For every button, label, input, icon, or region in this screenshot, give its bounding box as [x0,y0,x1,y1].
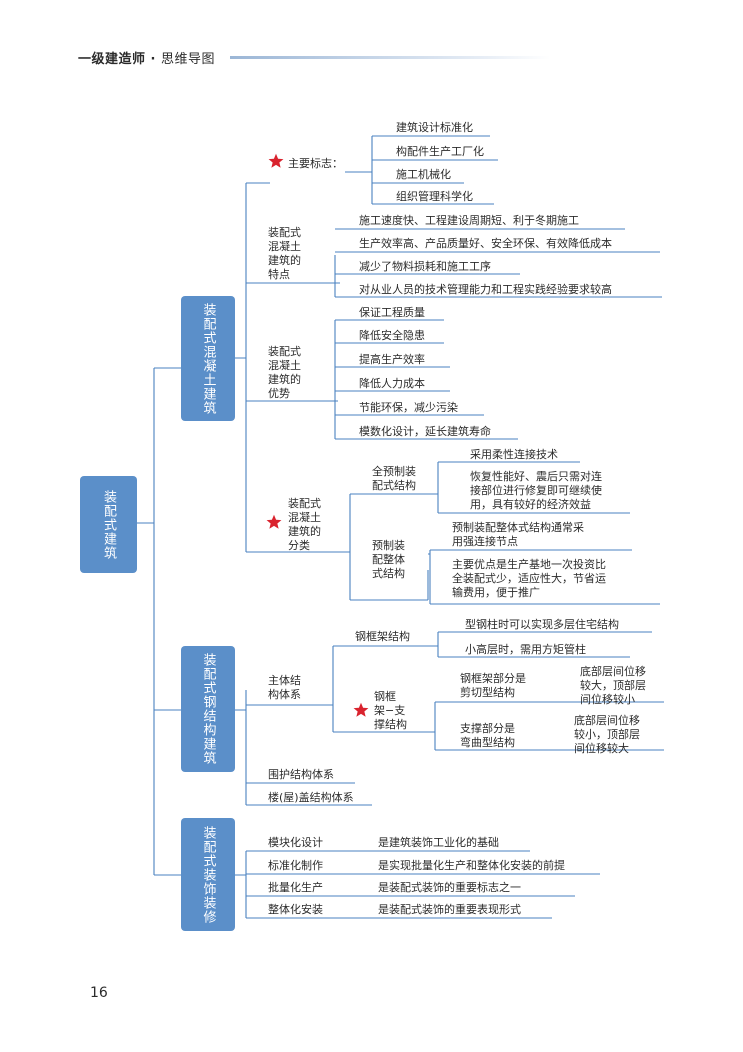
root-node: 装配式建筑 [80,476,137,573]
mark-item: 建筑设计标准化 [396,121,473,134]
decoration-key: 批量化生产 [268,881,323,894]
bend-type-label: 支撑部分是 弯曲型结构 [460,722,515,749]
full-prefab-item: 采用柔性连接技术 [470,448,558,461]
decoration-value: 是实现批量化生产和整体化安装的前提 [378,859,565,872]
bend-type-desc: 底部层间位移 较小，顶部层 间位移较大 [574,714,640,755]
header-title: 一级建造师 [78,52,146,67]
decoration-key: 整体化安装 [268,903,323,916]
branch-decoration: 装配式装饰装修 [181,818,235,931]
decoration-key: 标准化制作 [268,859,323,872]
full-prefab-item: 恢复性能好、震后只需对连 接部位进行修复即可继续使 用，具有较好的经济效益 [470,470,602,511]
star-icon [268,153,284,168]
feature-item: 减少了物料损耗和施工工序 [359,260,491,273]
advantage-item: 降低安全隐患 [359,329,425,342]
features-label: 装配式 混凝土 建筑的 特点 [268,226,301,281]
page-header: 一级建造师 · 思维导图 [78,48,215,67]
main-structure-label: 主体结 构体系 [268,674,301,701]
decoration-value: 是装配式装饰的重要表现形式 [378,903,521,916]
mark-item: 施工机械化 [396,168,451,181]
star-icon [266,514,282,529]
decoration-value: 是装配式装饰的重要标志之一 [378,881,521,894]
floor-system-label: 楼(屋)盖结构体系 [268,791,354,804]
frame-brace-label: 钢框 架−支 撑结构 [374,690,407,731]
advantage-item: 降低人力成本 [359,377,425,390]
advantage-item: 提高生产效率 [359,353,425,366]
mark-item: 组织管理科学化 [396,190,473,203]
shear-type-desc: 底部层间位移 较大，顶部层 间位移较小 [580,665,646,706]
header-dot: · [150,52,156,67]
marks-label: 主要标志： [288,157,343,170]
feature-item: 对从业人员的技术管理能力和工程实践经验要求较高 [359,283,612,296]
advantages-label: 装配式 混凝土 建筑的 优势 [268,345,301,400]
prefab-integral-label: 预制装 配整体 式结构 [372,539,405,580]
header-subtitle: 思维导图 [161,52,216,67]
advantage-item: 节能环保，减少污染 [359,401,458,414]
steel-frame-item: 型钢柱时可以实现多层住宅结构 [465,618,619,631]
decoration-key: 模块化设计 [268,836,323,849]
enclosure-label: 围护结构体系 [268,768,334,781]
feature-item: 生产效率高、产品质量好、安全环保、有效降低成本 [359,237,612,250]
advantage-item: 模数化设计，延长建筑寿命 [359,425,491,438]
decoration-value: 是建筑装饰工业化的基础 [378,836,499,849]
steel-frame-label: 钢框架结构 [355,630,410,643]
mark-item: 构配件生产工厂化 [396,145,484,158]
star-icon [353,702,369,717]
prefab-integral-item: 主要优点是生产基地一次投资比 全装配式少，适应性大，节省运 输费用，便于推广 [452,558,606,599]
steel-frame-item: 小高层时，需用方矩管柱 [465,643,586,656]
prefab-integral-item: 预制装配整体式结构通常采 用强连接节点 [452,521,584,548]
classification-label: 装配式 混凝土 建筑的 分类 [288,497,321,552]
advantage-item: 保证工程质量 [359,306,425,319]
branch-steel: 装配式钢结构建筑 [181,646,235,772]
header-rule [230,56,550,59]
page-number: 16 [90,985,108,1001]
feature-item: 施工速度快、工程建设周期短、利于冬期施工 [359,214,579,227]
branch-concrete: 装配式混凝土建筑 [181,296,235,421]
full-prefab-label: 全预制装 配式结构 [372,465,416,492]
shear-type-label: 钢框架部分是 剪切型结构 [460,672,526,699]
